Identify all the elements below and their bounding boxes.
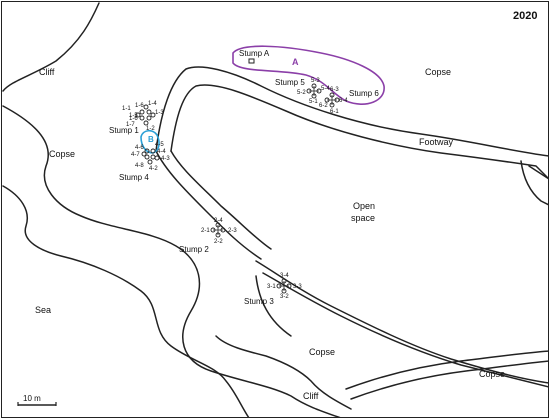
trap-3-1-label: 3-1 (267, 284, 276, 290)
trap-2-4-label: 2-4 (214, 218, 223, 224)
trap-5-4-label: 5-4 (321, 86, 330, 92)
path-bottom-mid (255, 275, 292, 337)
trap-5-3-label: 5-3 (311, 78, 320, 84)
coastline-line (2, 105, 341, 417)
stump-1-label: Stump 1 (109, 126, 139, 135)
trap-1-1-label: 1-1 (122, 106, 131, 112)
trap-4-8-label: 4-8 (135, 163, 144, 169)
trap-6-4-label: 6-4 (339, 98, 348, 104)
trap-6-3-label: 6-3 (330, 87, 339, 93)
trap-3-2-label: 3-2 (280, 294, 289, 300)
stump-6-label: Stump 6 (349, 89, 379, 98)
trap-2-3-label: 2-3 (228, 228, 237, 234)
stump-4-cluster: Stump 4 4-6 4-5 4-7 4-4 4-3 4-8 4-2 (119, 142, 170, 182)
stump-a-label: Stump A (239, 49, 270, 58)
scale-bar-label: 10 m (23, 394, 41, 403)
path-bottom-right-2 (350, 360, 548, 400)
trap-5-1-label: 5-1 (309, 99, 318, 105)
path-south-east-lower (262, 272, 548, 388)
path-east-lower (520, 160, 548, 206)
stump-1-cluster: Stump 1 1-1 1-6 1-4 1-5 1-3 1-6 1-7 1-2 (109, 101, 164, 135)
stump-3-cluster: Stump 3 3-4 3-1 3-3 3-2 (244, 273, 302, 306)
cliff-label-bottom: Cliff (303, 391, 319, 401)
trap-1-7-label: 1-7 (126, 122, 135, 128)
zone-b-outline (140, 129, 160, 154)
stump-3-label: Stump 3 (244, 297, 274, 306)
trap-1-3-label: 1-3 (155, 110, 164, 116)
cliff-inner-line (2, 185, 250, 417)
path-east-spur (528, 165, 548, 180)
trap-4-2-label: 4-2 (149, 166, 158, 172)
copse-label-bottom-right: Copse (479, 369, 505, 379)
trap-4-5-label: 4-5 (155, 142, 164, 148)
footway-lower-line (170, 84, 548, 180)
trap-1-5-label: 1-5 (129, 113, 138, 119)
stump-2-cluster: Stump 2 2-4 2-1 2-3 2-2 (179, 218, 237, 254)
footway-label: Footway (419, 137, 454, 147)
trap-4-7-label: 4-7 (131, 152, 140, 158)
trap-1-6a-label: 1-6 (135, 103, 144, 109)
scale-bar: 10 m (17, 394, 57, 406)
zone-a-outline (232, 45, 385, 105)
stump-4-label: Stump 4 (119, 173, 149, 182)
trap-2-1-label: 2-1 (201, 228, 210, 234)
cliff-edge-line (2, 2, 100, 92)
trap-5-2-label: 5-2 (297, 90, 306, 96)
copse-label-left: Copse (49, 149, 75, 159)
stump-a-marker (248, 58, 255, 64)
trap-4-4-label: 4-4 (157, 149, 166, 155)
trap-4-6-label: 4-6 (135, 145, 144, 151)
trap-3-3-label: 3-3 (293, 284, 302, 290)
footway-diagonal-left (155, 150, 262, 260)
trap-3-4-label: 3-4 (280, 273, 289, 279)
trap-1-4-label: 1-4 (148, 101, 157, 107)
trap-2-2-label: 2-2 (214, 239, 223, 245)
footway-diagonal-right (170, 150, 272, 250)
open-space-label-1: Open (353, 201, 375, 211)
stump-2-label: Stump 2 (179, 245, 209, 254)
zone-a-label: A (292, 57, 299, 67)
trap-1-2-label: 1-2 (146, 126, 155, 132)
cliff-base-line (215, 335, 352, 410)
zone-b-label: B (148, 135, 154, 144)
path-south-east-upper (255, 260, 548, 384)
cliff-label-top: Cliff (39, 67, 55, 77)
path-bottom-right (345, 350, 548, 390)
stump-5-cluster: Stump 5 5-3 5-2 5-4 5-1 (275, 78, 330, 105)
sea-label: Sea (35, 305, 51, 315)
stump-5-label: Stump 5 (275, 78, 305, 87)
trap-6-1-label: 6-1 (330, 109, 339, 115)
footway-upper-line (155, 66, 548, 157)
year-label: 2020 (513, 10, 537, 22)
trap-1-6b-label: 1-6 (129, 116, 138, 122)
trap-6-2-label: 6-2 (319, 103, 328, 109)
stump-6-cluster: Stump 6 6-3 6-4 6-2 6-1 (319, 87, 379, 115)
copse-label-bottom-mid: Copse (309, 347, 335, 357)
open-space-label-2: space (351, 213, 375, 223)
copse-label-top-right: Copse (425, 67, 451, 77)
trap-4-3-label: 4-3 (161, 156, 170, 162)
